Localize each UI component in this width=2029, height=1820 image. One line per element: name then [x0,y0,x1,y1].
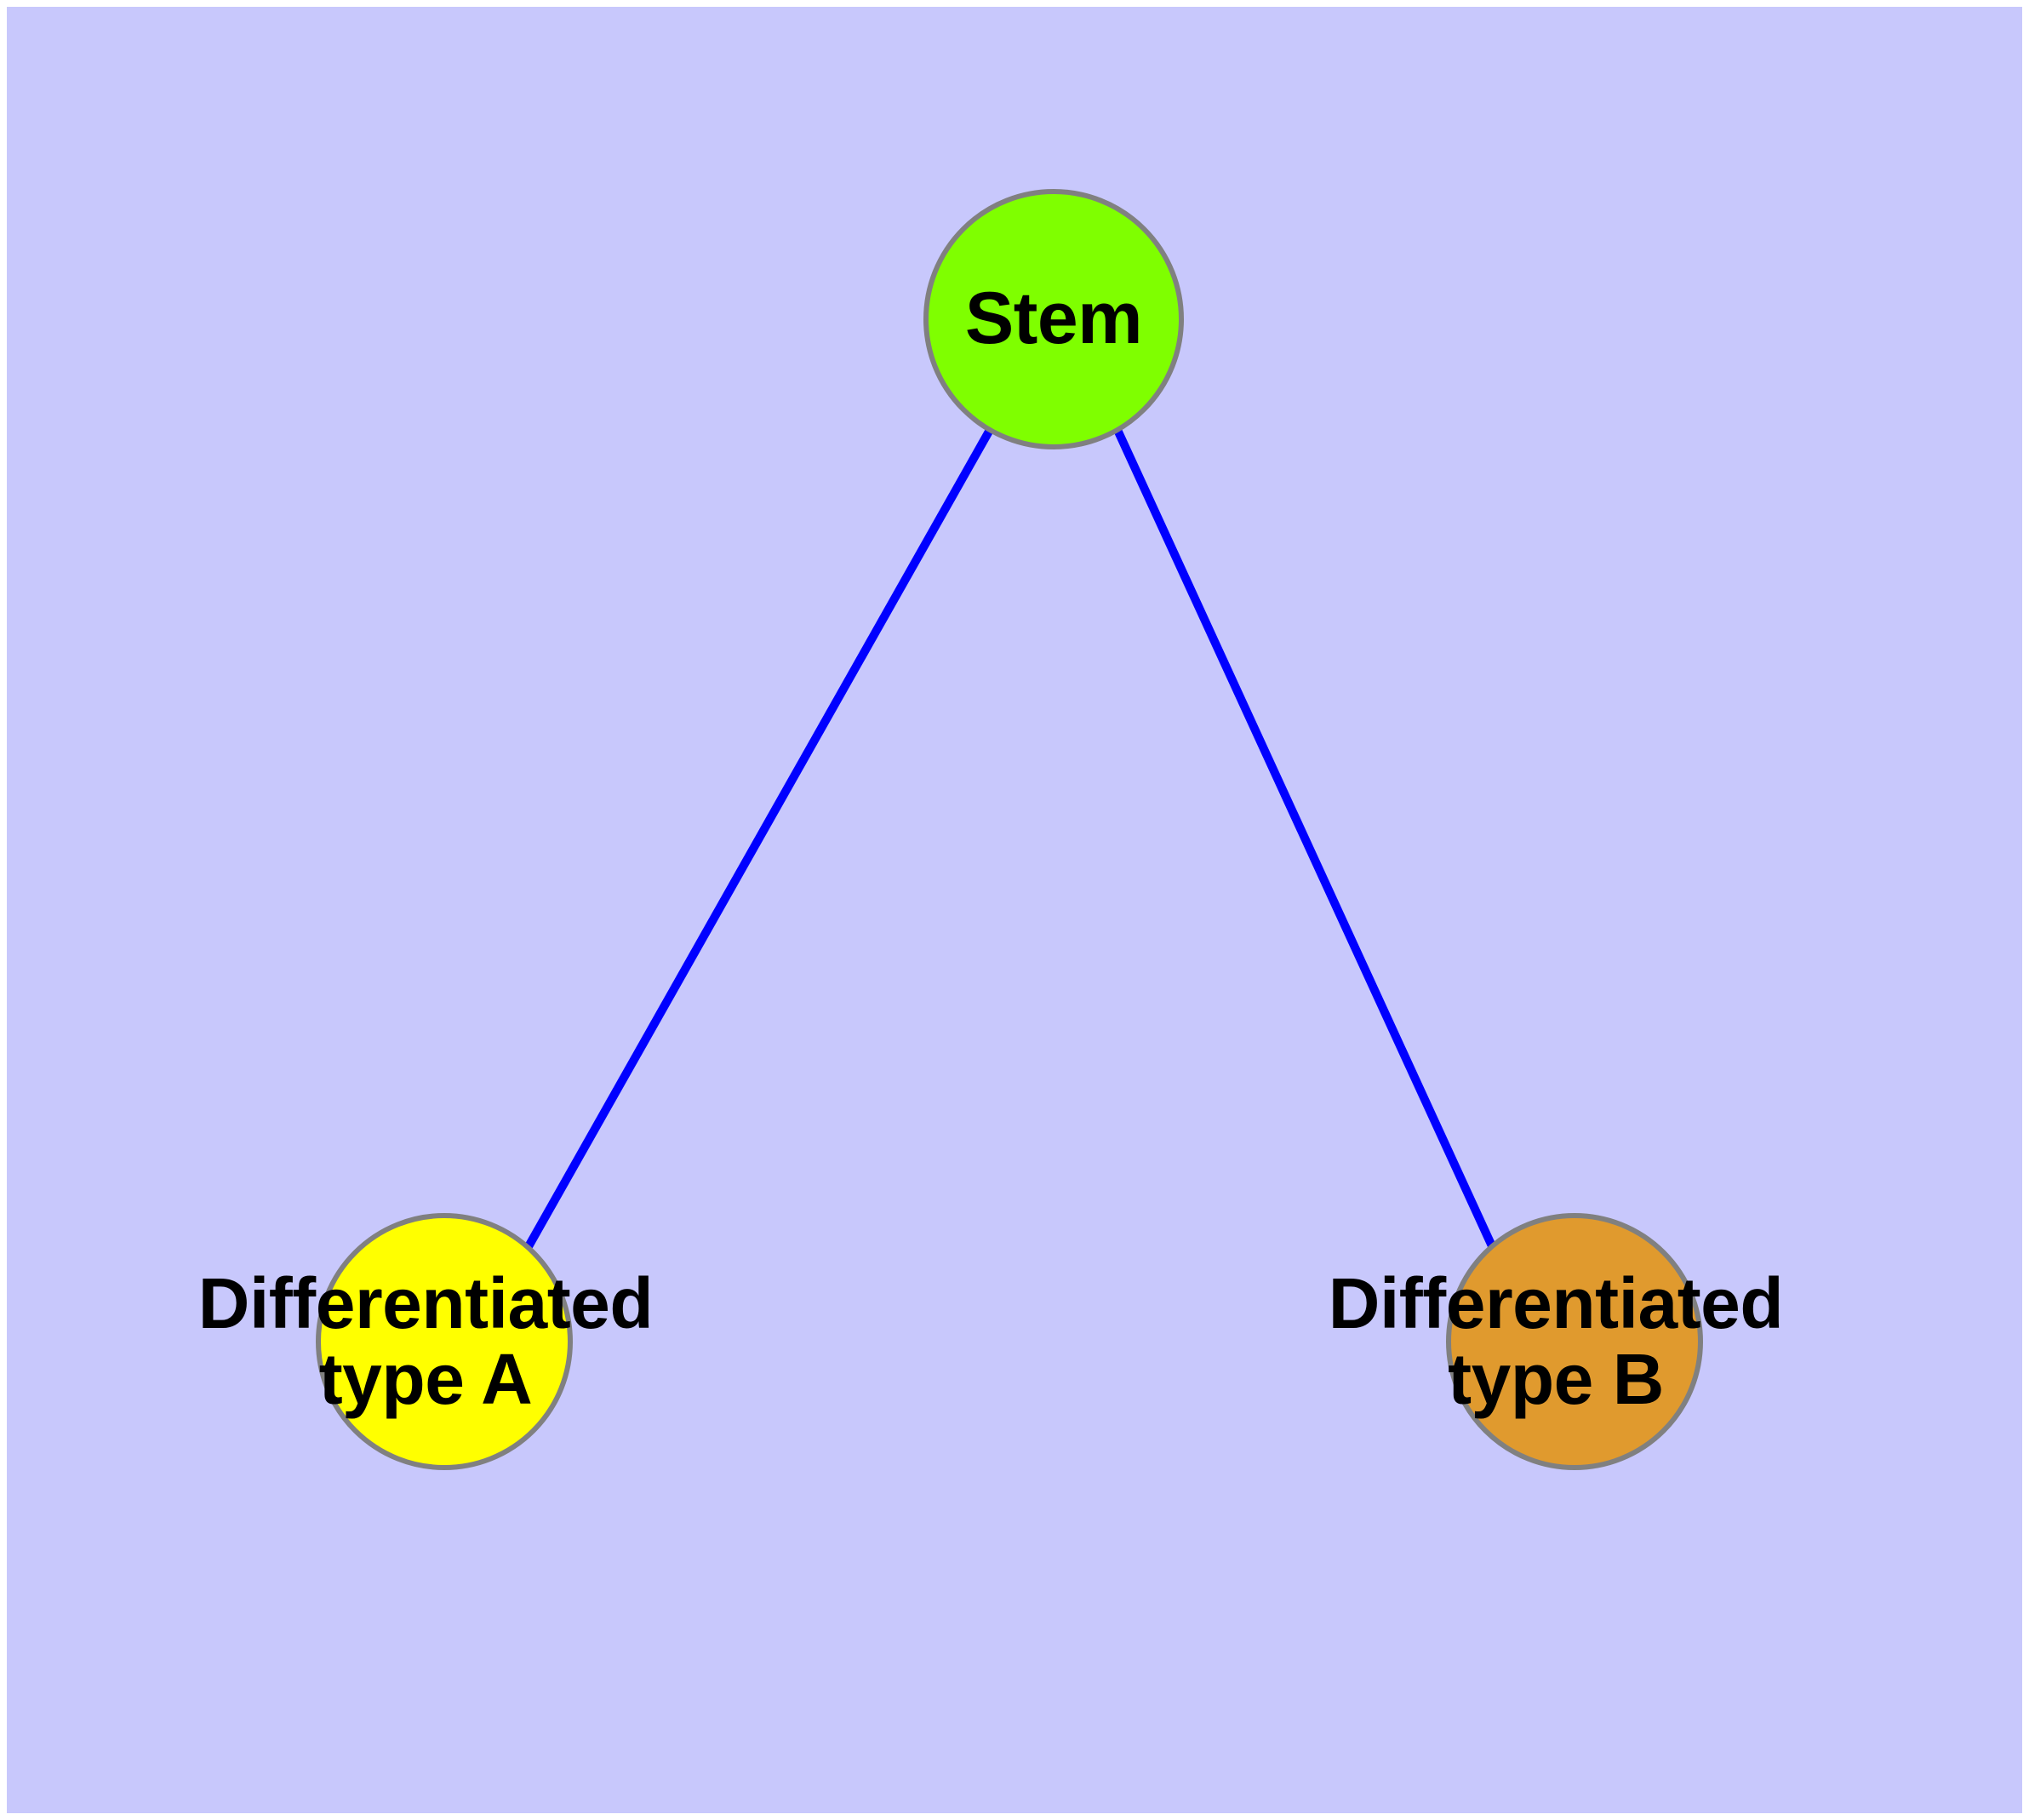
node-label-stem: Stem [964,278,1143,360]
graph-edge-stem-diff_a [523,427,994,1251]
node-label-differentiated-type-b: Differentiated type B [1328,1262,1784,1419]
graph-edge-stem-diff_b [1113,427,1497,1251]
graph-node-diff_a[interactable] [316,1213,573,1470]
edges-group [523,427,1497,1251]
nodes-group [316,189,1703,1470]
graph-node-stem[interactable] [923,189,1184,449]
graph-node-diff_b[interactable] [1446,1213,1703,1470]
node-label-differentiated-type-a: Differentiated type A [197,1262,654,1419]
